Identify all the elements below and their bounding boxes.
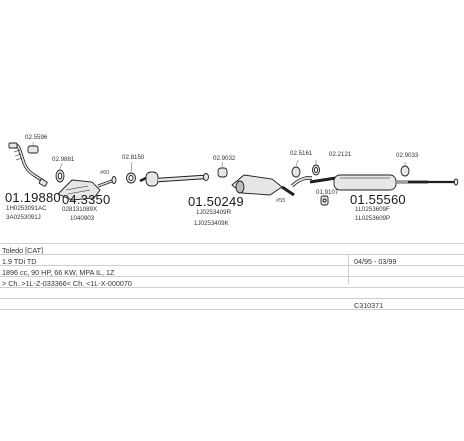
fitting-code-60: #60 xyxy=(100,170,110,176)
hanger-graphic xyxy=(320,195,329,206)
front-pipe-graphic xyxy=(8,142,48,187)
middle-muffler-graphic xyxy=(231,174,295,197)
catalytic-converter-number[interactable]: 04.3350 xyxy=(62,192,111,207)
clamp-3-graphic xyxy=(312,164,320,176)
tail-pipe-graphic xyxy=(400,165,459,186)
middle-muffler-number[interactable]: 01.50249 xyxy=(188,194,244,209)
exhaust-diagram: 02.5596 01.19880 1H0253091AC 3A0253091J … xyxy=(5,134,459,227)
rear-muffler-ref-2: 1L0253609P xyxy=(355,215,391,222)
clamp-code: 02.5596 xyxy=(25,134,48,141)
vehicle-info-table: Toledo [CAT] 1.9 TDi TD 04/95 - 03/99 18… xyxy=(0,243,464,310)
engine-specs: 1896 cc, 90 HP, 66 KW, MPA IL, 1Z xyxy=(2,267,115,277)
hanger-number[interactable]: 01.9107 xyxy=(316,189,339,196)
gasket-graphic xyxy=(55,169,65,183)
intermediate-pipe-graphic xyxy=(290,166,312,188)
info-row-specs: 1896 cc, 90 HP, 66 KW, MPA IL, 1Z xyxy=(0,265,464,277)
diagram-code: C310371 xyxy=(354,300,384,310)
front-muffler-graphic xyxy=(139,171,209,187)
gasket-2-number[interactable]: 02.8150 xyxy=(122,154,145,161)
clamp-graphic xyxy=(27,145,39,154)
middle-muffler-ref-2: 1J0253409K xyxy=(194,220,229,227)
front-pipe-ref-2: 3A0253091J xyxy=(6,214,41,221)
info-row-model: Toledo [CAT] xyxy=(0,243,464,255)
catalytic-converter-ref-1: 028131089X xyxy=(62,206,98,213)
engine-type: 1.9 TDi TD xyxy=(2,256,37,266)
leader-lines xyxy=(32,142,406,173)
middle-muffler-ref-1: 1J0253409R xyxy=(196,209,232,216)
rear-muffler-ref-1: 1L0253609F xyxy=(355,206,390,213)
info-row-chassis: > Ch. >1L-Z-033366< Ch. <1L-X-000070 xyxy=(0,276,464,288)
info-row-spacer xyxy=(0,287,464,298)
fitting-code-55: #55 xyxy=(276,198,286,204)
catalytic-converter-ref-2: 1040903 xyxy=(70,215,95,222)
clamp-2-number[interactable]: 02.9032 xyxy=(213,155,236,162)
clamp-2-graphic xyxy=(217,167,228,178)
production-period: 04/95 - 03/99 xyxy=(354,256,397,266)
tail-pipe-number[interactable]: 02.9033 xyxy=(396,152,419,159)
info-row-engine: 1.9 TDi TD 04/95 - 03/99 xyxy=(0,254,464,266)
info-row-code: C310371 xyxy=(0,298,464,310)
gasket-number[interactable]: 02.9881 xyxy=(52,156,75,163)
catalytic-converter-graphic xyxy=(57,176,117,201)
model-name: Toledo [CAT] xyxy=(2,245,44,255)
rear-muffler-number[interactable]: 01.55560 xyxy=(350,192,406,207)
table-divider xyxy=(348,254,349,284)
clamp-3-number[interactable]: 02.2121 xyxy=(329,151,352,158)
front-pipe-number[interactable]: 01.19880 xyxy=(5,190,61,205)
chassis-range: > Ch. >1L-Z-033366< Ch. <1L-X-000070 xyxy=(2,278,132,288)
intermediate-pipe-number[interactable]: 02.5161 xyxy=(290,150,313,157)
diagram-drawing xyxy=(8,142,459,206)
front-pipe-ref-1: 1H0253091AC xyxy=(6,205,47,212)
gasket-2-graphic xyxy=(126,172,136,184)
